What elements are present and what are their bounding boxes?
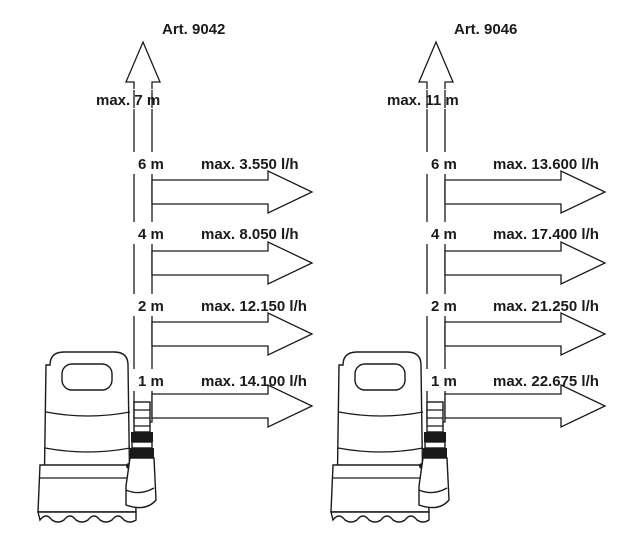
flow-arrow-1m: [151, 383, 314, 429]
panel-title: Art. 9042: [162, 21, 225, 38]
flow-arrow-1m: [444, 383, 607, 429]
level-height-label: 2 m: [431, 298, 457, 315]
level-flow-label: max. 21.250 l/h: [493, 298, 599, 315]
panel-art-9046: Art. 9046 max. 11 m 6 m max. 13.600 l/h …: [330, 21, 607, 523]
flow-arrow-4m: [444, 240, 607, 286]
level-flow-label: max. 17.400 l/h: [493, 226, 599, 243]
level-height-label: 2 m: [138, 298, 164, 315]
level-height-label: 1 m: [138, 373, 164, 390]
level-height-label: 1 m: [431, 373, 457, 390]
max-height-label: max. 7 m: [96, 92, 160, 109]
level-flow-label: max. 3.550 l/h: [201, 156, 299, 173]
panel-title: Art. 9046: [454, 21, 517, 38]
level-flow-label: max. 14.100 l/h: [201, 373, 307, 390]
level-height-label: 4 m: [138, 226, 164, 243]
submersible-pump-icon: [330, 351, 450, 523]
flow-arrow-6m: [444, 169, 607, 215]
submersible-pump-icon: [37, 351, 157, 523]
flow-arrow-2m: [444, 311, 607, 357]
level-height-label: 4 m: [431, 226, 457, 243]
level-flow-label: max. 12.150 l/h: [201, 298, 307, 315]
flow-arrow-2m: [151, 311, 314, 357]
level-flow-label: max. 22.675 l/h: [493, 373, 599, 390]
level-height-label: 6 m: [431, 156, 457, 173]
panel-art-9042: Art. 9042 max. 7 m 6 m max. 3.550 l/h 4 …: [37, 21, 314, 523]
level-height-label: 6 m: [138, 156, 164, 173]
level-flow-label: max. 13.600 l/h: [493, 156, 599, 173]
max-height-label: max. 11 m: [387, 92, 459, 109]
level-flow-label: max. 8.050 l/h: [201, 226, 299, 243]
flow-arrow-4m: [151, 240, 314, 286]
flow-arrow-6m: [151, 169, 314, 215]
